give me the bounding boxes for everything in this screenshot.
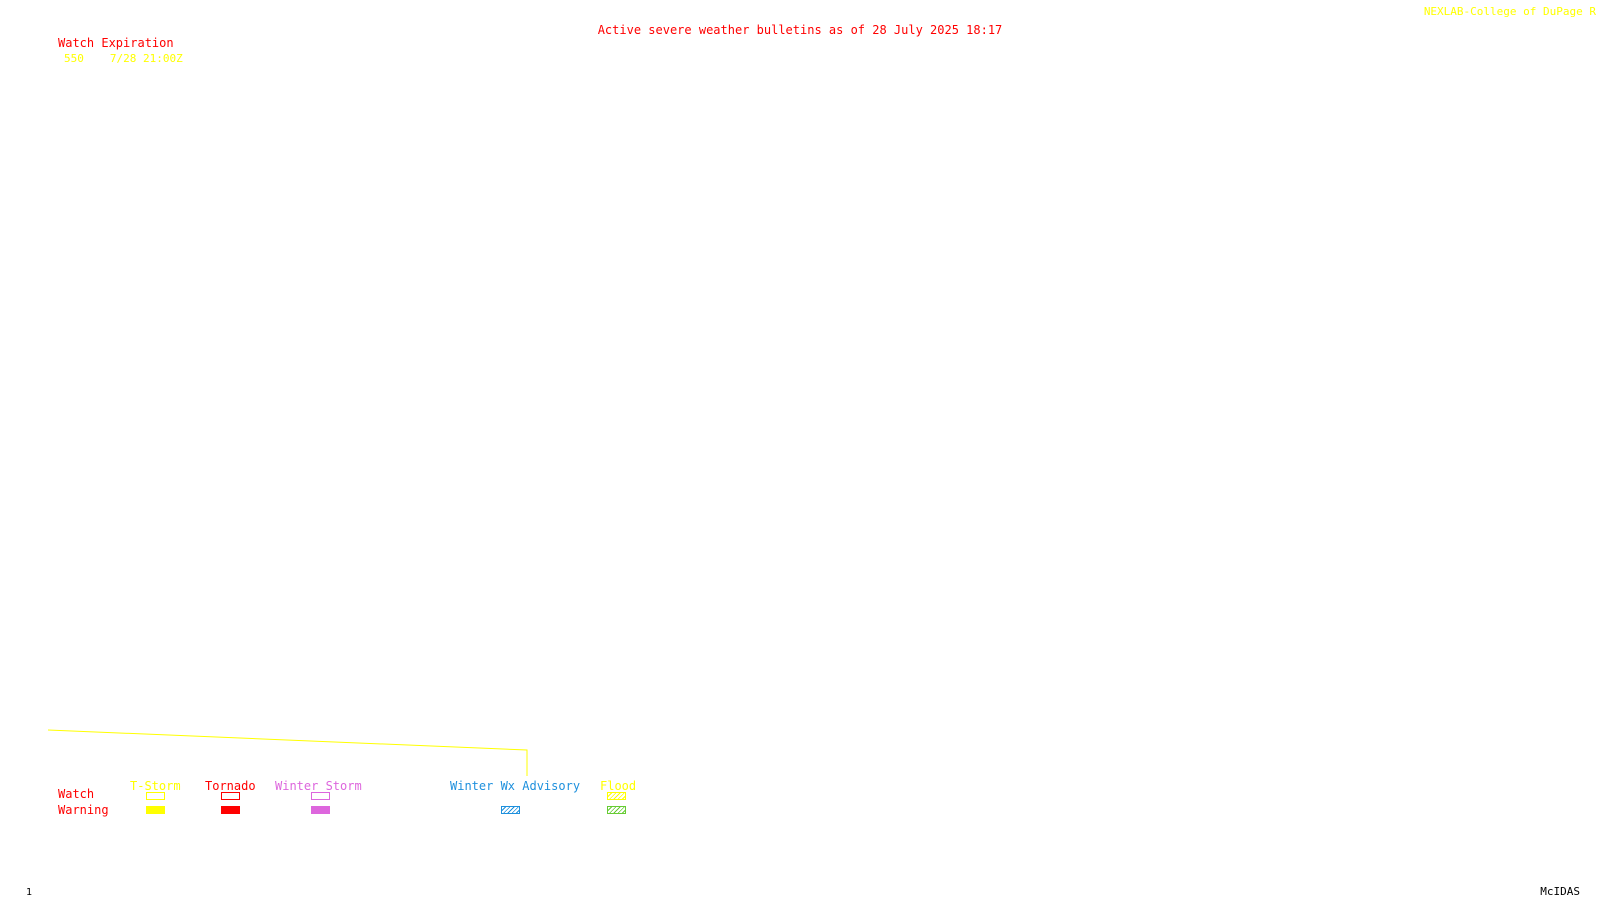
flood-warning-swatch bbox=[607, 806, 626, 814]
legend-row-watch: Watch bbox=[58, 787, 95, 801]
legend-label-flood: Flood bbox=[600, 779, 637, 793]
winter-advisory-swatch bbox=[501, 806, 520, 814]
tornado-warning-swatch bbox=[221, 806, 240, 814]
flood-watch-swatch bbox=[607, 792, 626, 800]
watch-expiration: 7/28 21:00Z bbox=[109, 52, 183, 65]
bulletin-title: Active severe weather bulletins as of 28… bbox=[597, 23, 1003, 37]
boundary-line bbox=[47, 729, 528, 776]
legend-label-winter-storm: Winter Storm bbox=[275, 779, 362, 793]
tstorm-warning-swatch bbox=[146, 806, 165, 814]
legend-label-tornado: Tornado bbox=[205, 779, 256, 793]
legend-label-winter-advisory: Winter Wx Advisory bbox=[450, 779, 581, 793]
tstorm-watch-swatch bbox=[146, 792, 165, 800]
frame-number: 1 bbox=[26, 887, 33, 898]
watch-number: 550 bbox=[64, 52, 84, 65]
winter-storm-watch-swatch bbox=[311, 792, 330, 800]
winter-storm-warning-swatch bbox=[311, 806, 330, 814]
system-label: McIDAS bbox=[1540, 885, 1580, 898]
watch-list-header: Watch Expiration bbox=[58, 36, 174, 50]
legend-row-warning: Warning bbox=[58, 803, 109, 817]
tornado-watch-swatch bbox=[221, 792, 240, 800]
credit-label: NEXLAB-College of DuPage R bbox=[1423, 5, 1596, 18]
legend-label-tstorm: T-Storm bbox=[130, 779, 181, 793]
watch-list-item: 550 7/28 21:00Z bbox=[64, 53, 183, 64]
